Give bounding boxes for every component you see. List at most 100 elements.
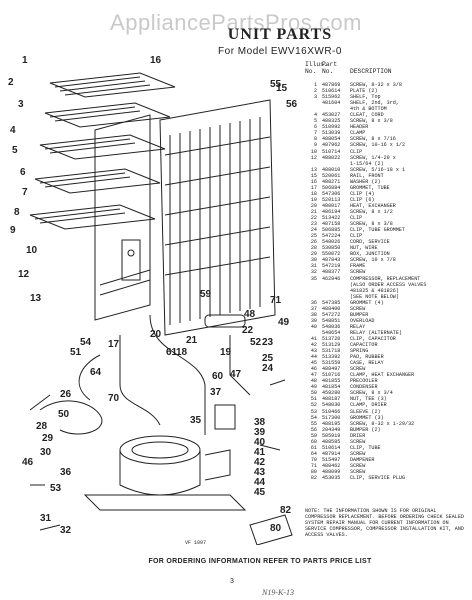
part-number: 487962 <box>322 142 341 149</box>
callout-49: 49 <box>278 317 290 328</box>
part-description: WASHER (2) <box>350 178 381 185</box>
part-description: CORD, SERVICE <box>350 239 390 246</box>
callout-80: 80 <box>270 523 282 534</box>
part-number: 459280 <box>322 390 341 397</box>
part-description: SCREW, 8-32 x 1-29/32 <box>350 420 415 427</box>
callout-59: 59 <box>200 289 212 300</box>
callout-12: 12 <box>18 269 30 280</box>
part-description: SCREW <box>350 450 366 457</box>
illus-number: 7 <box>313 130 317 137</box>
part-number: 488187 <box>322 396 341 403</box>
callout-8: 8 <box>14 207 20 218</box>
illus-number: 36 <box>310 299 317 306</box>
callout-52: 52 <box>250 337 262 348</box>
part-number: 481855 <box>322 378 341 385</box>
header-no: No. <box>305 68 317 75</box>
part-number: 510714 <box>322 148 341 155</box>
part-description: SCREW <box>350 462 366 469</box>
part-number: 453035 <box>322 475 341 482</box>
part-description: SCREW, 8-32 x 3/8 <box>350 82 402 88</box>
illus-number: 9 <box>313 142 317 149</box>
illus-number: 4 <box>313 112 317 119</box>
part-description: SCREW, 8 x 1/2 <box>350 208 393 215</box>
part-description: SCREW <box>350 305 366 312</box>
part-number: 487158 <box>322 221 341 228</box>
part-description: GROMMET (3) <box>350 414 384 421</box>
part-description: GROMMET, TUBE <box>350 184 390 191</box>
callout-7: 7 <box>22 187 28 198</box>
part-description: CASE, RELAY <box>350 360 384 367</box>
part-description: RELAY <box>350 323 366 330</box>
part-description: COMPRESSOR, REPLACEMENT <box>350 275 421 282</box>
part-number: 487843 <box>322 257 341 264</box>
part-description: SCREW <box>350 438 366 445</box>
illus-number: 23 <box>310 221 317 228</box>
callout-35: 35 <box>190 415 202 426</box>
part-description: SHELF, Top <box>350 94 381 101</box>
illus-number: 46 <box>310 366 317 373</box>
part-description: CLIP <box>350 233 363 240</box>
part-number: 488022 <box>322 154 341 161</box>
part-description: BUMPER (2) <box>350 426 381 433</box>
part-description: SCREW <box>350 469 366 475</box>
part-description: HEADER <box>350 124 369 131</box>
part-number: 548851 <box>322 317 341 324</box>
part-description: CLEAT, CORD <box>350 112 384 119</box>
part-number: 513392 <box>322 354 341 361</box>
callout-36: 36 <box>60 467 72 478</box>
relay-box <box>214 404 236 430</box>
part-number: 510614 <box>322 88 341 95</box>
callout-23: 23 <box>262 337 274 348</box>
callout-60: 60 <box>212 371 224 382</box>
part-number: 488054 <box>322 136 341 143</box>
part-description: SPRING <box>350 348 369 355</box>
compressor-illustration <box>83 435 247 511</box>
illus-number: 12 <box>310 154 317 161</box>
part-description: CLIP (4) <box>350 190 375 197</box>
part-number: 505919 <box>322 432 341 439</box>
part-number: 548030 <box>322 402 341 409</box>
part-description: RELAY (ALTERNATE) <box>350 329 402 336</box>
illus-number: 29 <box>310 251 317 258</box>
part-number: 510614 <box>322 444 341 451</box>
callout-3: 3 <box>18 99 24 110</box>
illus-number: 3 <box>313 94 317 101</box>
illus-number: 42 <box>310 342 317 349</box>
shelf-stack <box>29 72 176 230</box>
callout-21: 21 <box>186 335 198 346</box>
illus-number: 21 <box>310 208 317 215</box>
part-description: SCREW, 10 x 7/8 <box>350 257 396 264</box>
part-description: CLIP (6) <box>350 196 375 203</box>
illus-number: 18 <box>310 190 317 197</box>
callout-32: 32 <box>60 525 72 536</box>
part-description: PLATE (2) <box>350 88 378 95</box>
callout-50: 50 <box>58 409 70 420</box>
parts-list-row: 4th & BOTTOM <box>305 106 470 112</box>
illus-number: 25 <box>310 233 317 240</box>
illus-number: 37 <box>310 305 317 312</box>
illus-number: 13 <box>310 166 317 173</box>
